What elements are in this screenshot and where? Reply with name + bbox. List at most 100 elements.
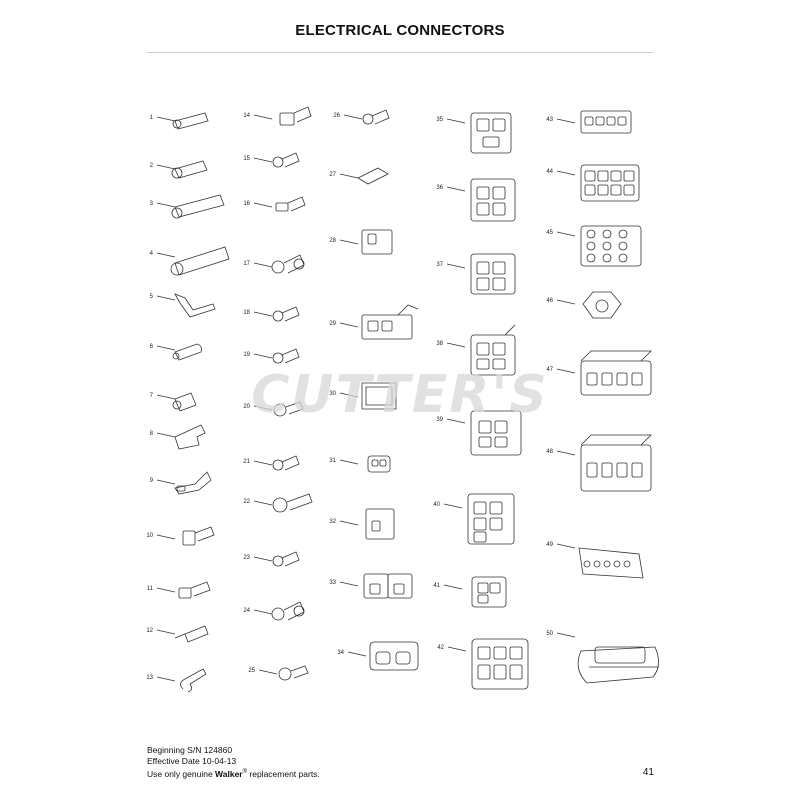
connector-part (339, 455, 391, 473)
watermark-text: CUTTER'S (251, 365, 549, 425)
callout-number: 31 (329, 458, 336, 464)
connector-part (253, 196, 306, 212)
connector-part (253, 106, 312, 126)
callout-number: 22 (243, 499, 250, 505)
callout-number: 45 (546, 230, 553, 236)
connector-part (253, 551, 300, 567)
callout-number: 49 (546, 542, 553, 548)
connector-part (556, 110, 632, 134)
connector-part (253, 455, 300, 471)
connector-part (156, 424, 206, 450)
connector-part (156, 581, 211, 599)
footer-notice-suffix: replacement parts. (247, 768, 320, 779)
connector-part (443, 493, 515, 545)
callout-number: 21 (243, 459, 250, 465)
connector-part (556, 164, 640, 202)
connector-part (253, 348, 300, 364)
connector-part (347, 641, 419, 671)
callout-number: 25 (248, 668, 255, 674)
connector-part (156, 625, 209, 643)
callout-number: 9 (150, 478, 154, 484)
callout-number: 24 (243, 608, 250, 614)
connector-part (156, 293, 216, 318)
connector-part (258, 665, 309, 681)
callout-number: 29 (329, 321, 336, 327)
connector-part (556, 225, 642, 267)
connector-part (339, 229, 393, 255)
callout-number: 19 (243, 352, 250, 358)
connector-part (556, 291, 622, 319)
title-rule (147, 52, 653, 53)
callout-number: 2 (150, 163, 154, 169)
connector-part (556, 350, 652, 396)
connector-part (556, 434, 652, 492)
callout-number: 7 (150, 393, 154, 399)
connector-part (446, 410, 522, 456)
callout-number: 28 (329, 238, 336, 244)
callout-number: 11 (147, 586, 154, 592)
callout-number: 36 (436, 185, 443, 191)
connector-part (339, 508, 395, 540)
connector-part (156, 246, 230, 276)
callout-number: 44 (546, 169, 553, 175)
callout-number: 46 (546, 298, 553, 304)
connector-part (156, 194, 225, 219)
connector-part (156, 392, 197, 412)
callout-number: 3 (150, 201, 154, 207)
page-title: ELECTRICAL CONNECTORS (295, 22, 505, 39)
callout-number: 15 (243, 156, 250, 162)
callout-number: 34 (337, 650, 344, 656)
callout-number: 10 (146, 533, 153, 539)
connector-part (556, 632, 659, 684)
callout-number: 18 (243, 310, 250, 316)
callout-number: 35 (436, 117, 443, 123)
connector-part (156, 112, 209, 130)
connector-part (156, 668, 207, 693)
callout-number: 50 (546, 631, 553, 637)
footer-brand: Walker (215, 768, 243, 779)
connector-part (447, 638, 529, 690)
callout-number: 42 (437, 645, 444, 651)
connector-part (446, 253, 516, 295)
footer-notice-prefix: Use only genuine (147, 768, 216, 779)
connector-part (253, 254, 305, 274)
callout-number: 23 (243, 555, 250, 561)
callout-number: 4 (150, 251, 154, 257)
callout-number: 48 (546, 449, 553, 455)
connector-part (446, 324, 516, 376)
callout-number: 41 (433, 583, 440, 589)
connector-part (253, 306, 300, 322)
footer-registered-mark: ® (242, 769, 248, 775)
callout-number: 12 (146, 628, 153, 634)
connector-part (339, 573, 413, 599)
connector-part (343, 109, 390, 125)
callout-number: 37 (436, 262, 443, 268)
connector-part (443, 576, 507, 608)
callout-number: 32 (329, 519, 336, 525)
connector-part (339, 167, 389, 185)
callout-number: 26 (333, 113, 340, 119)
connector-part (339, 304, 419, 340)
page-number: 41 (642, 767, 654, 778)
callout-number: 17 (243, 261, 250, 267)
callout-number: 39 (436, 417, 443, 423)
connector-part (156, 343, 202, 361)
connector-part (156, 160, 208, 179)
connector-part (446, 178, 516, 222)
connector-part (253, 401, 304, 417)
callout-number: 1 (150, 115, 154, 121)
callout-number: 5 (150, 294, 154, 300)
connector-part (253, 493, 313, 513)
callout-number: 33 (329, 580, 336, 586)
connector-part (556, 543, 644, 579)
connector-part (446, 112, 512, 154)
callout-number: 13 (146, 675, 153, 681)
footer-serial: Beginning S/N 124860 (147, 745, 233, 755)
callout-number: 38 (436, 341, 443, 347)
connector-part (156, 471, 212, 495)
callout-number: 6 (150, 344, 154, 350)
callout-number: 43 (546, 117, 553, 123)
footer-effective-date: Effective Date 10-04-13 (147, 756, 237, 766)
